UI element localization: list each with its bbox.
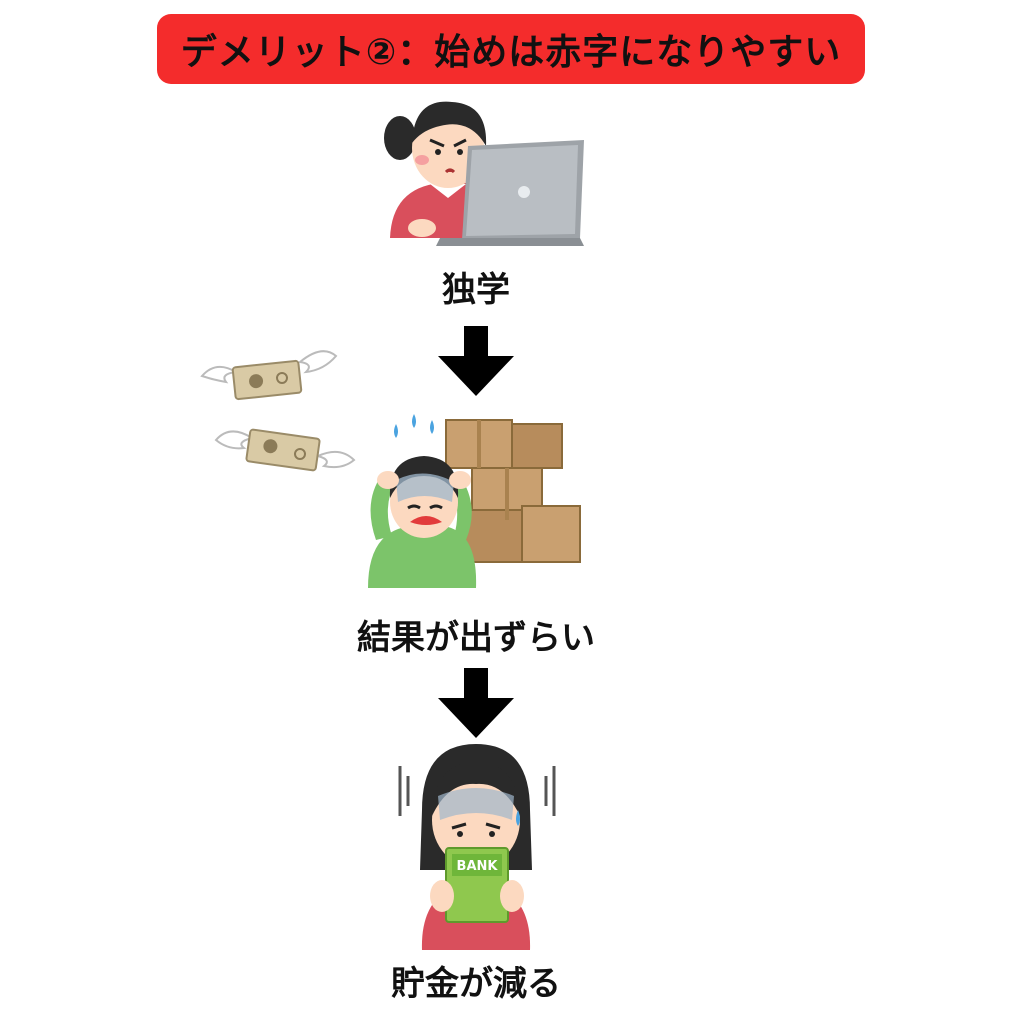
woman-bankbook-illustration: BANK [398,744,556,950]
woman-studying-laptop-illustration [384,101,584,246]
flying-money-icon-2 [214,428,356,472]
bankbook-label: BANK [457,859,499,874]
flying-money-icon-1 [200,350,338,401]
woman-worried-boxes-illustration [368,414,581,588]
title-banner: デメリット②：始めは赤字になりやすい [157,14,865,84]
down-arrow-2 [438,668,514,738]
down-arrow-1 [438,326,514,396]
step-label-1: 独学 [442,270,510,310]
step-label-2: 結果が出ずらい [357,618,595,658]
step-label-3: 貯金が減る [391,964,561,1004]
page-title: デメリット②：始めは赤字になりやすい [180,32,842,73]
